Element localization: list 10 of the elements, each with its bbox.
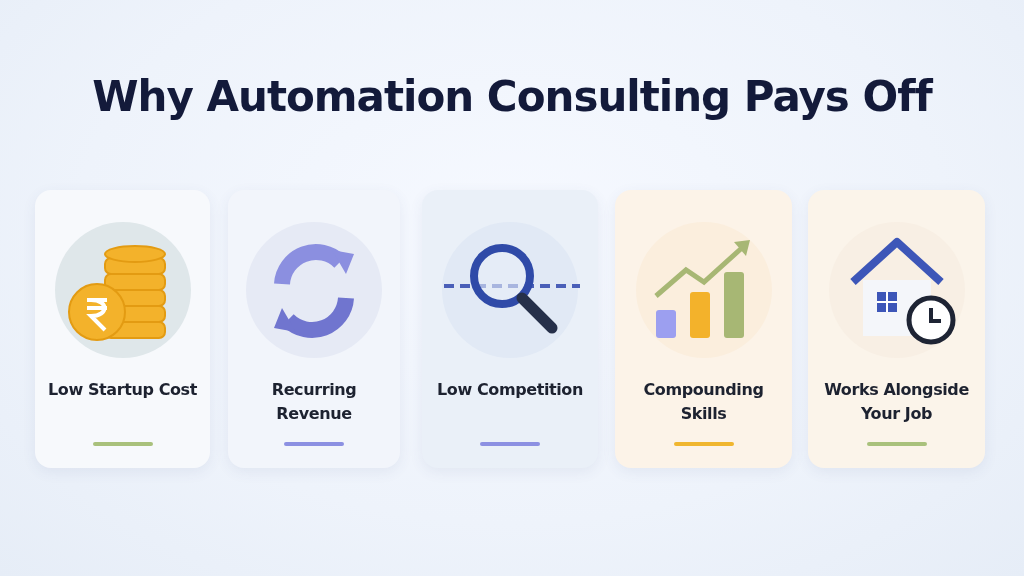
card-label: Compounding Skills [642,379,765,425]
card-label: Low Startup Cost [48,379,197,401]
title: Why Automation Consulting Pays Off [91,72,934,121]
card-label: Low Competition [437,379,583,401]
card-label: Recurring Revenue [270,379,358,425]
feature-card [228,190,400,468]
feature-card [615,190,792,468]
card-label: Works Alongside Your Job [823,379,970,425]
feature-card [808,190,985,468]
feature-card [35,190,210,468]
